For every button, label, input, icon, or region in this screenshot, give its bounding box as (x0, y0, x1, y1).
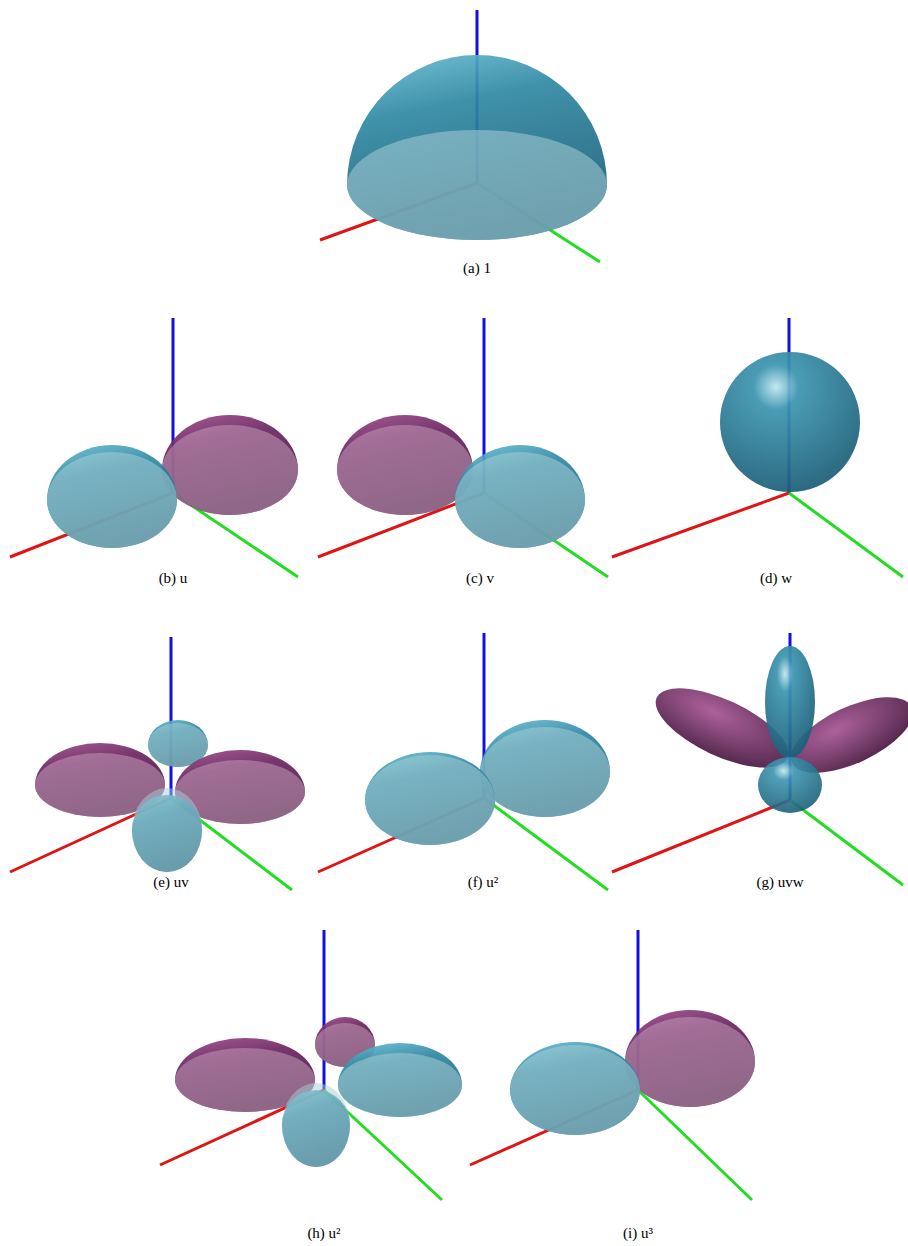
lobe-base (625, 1017, 755, 1107)
teal-lobe (720, 352, 860, 492)
lobe-base (455, 452, 585, 548)
axes (10, 318, 298, 577)
subfigure-caption: (i) u³ (623, 1225, 653, 1242)
lobe-base (132, 788, 202, 872)
subfigure-caption: (a) 1 (463, 260, 491, 277)
lobe-base (365, 755, 495, 845)
u-axis (612, 800, 790, 872)
v-axis (790, 800, 903, 885)
teal-lobe (510, 1042, 640, 1135)
purple-lobe (625, 1010, 755, 1107)
subfigure-caption: (f) u² (468, 874, 499, 891)
teal-lobe (758, 757, 822, 813)
teal-lobe (365, 752, 495, 845)
lobe-base (47, 452, 177, 548)
purple-lobe (337, 415, 473, 515)
purple-lobe (162, 415, 298, 515)
lobe-base (337, 425, 473, 515)
teal-lobe (455, 445, 585, 548)
subfigure-caption: (g) uvw (756, 874, 803, 891)
lobe-base (347, 130, 607, 240)
subfigure-caption: (c) v (466, 570, 494, 587)
teal-lobe (480, 720, 610, 817)
teal-lobe (47, 445, 177, 548)
lobe-base (282, 1083, 350, 1167)
subfigure-caption: (d) w (760, 570, 792, 587)
lobe-base (510, 1045, 640, 1135)
subfigure-caption: (b) u (159, 570, 188, 587)
lobe-base (480, 727, 610, 817)
w-axis (170, 637, 173, 798)
teal-lobe (347, 55, 607, 240)
subfigure-caption: (h) u² (307, 1225, 340, 1242)
lobe-base (162, 425, 298, 515)
teal-lobe (765, 646, 815, 758)
v-axis (789, 493, 903, 577)
u-axis (612, 493, 789, 557)
lobe-base (338, 1053, 462, 1117)
subfigure-caption: (e) uv (153, 874, 188, 891)
axes (612, 318, 903, 577)
axes (318, 318, 608, 577)
teal-lobe (338, 1043, 462, 1117)
w-axis (323, 930, 326, 1090)
